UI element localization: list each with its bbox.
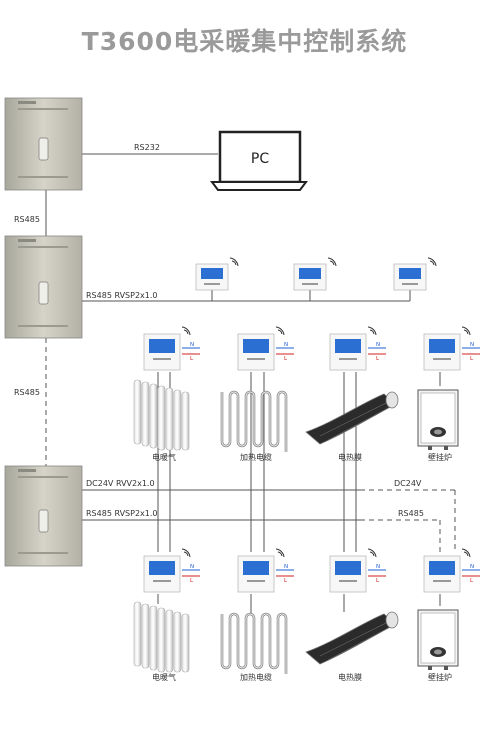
wall-boiler-icon (417, 389, 459, 450)
thermostat-row2-1: N L (143, 548, 200, 593)
svg-text:N: N (376, 564, 380, 570)
svg-text:N: N (190, 342, 194, 348)
wireless-thermostat (195, 257, 239, 291)
wireless-thermostat (293, 257, 337, 291)
wall-boiler-icon (417, 609, 459, 670)
wiring (45, 153, 456, 614)
svg-text:N: N (284, 342, 288, 348)
svg-text:N: N (470, 564, 474, 570)
heating-film-icon (305, 391, 399, 445)
thermostat-row1-1: N L (143, 326, 200, 371)
heating-film-icon (305, 611, 399, 665)
diagram-title: T3600电采暖集中控制系统 (81, 27, 408, 56)
rs485-side-label: RS485 (398, 509, 424, 518)
thermostat-row1-2: N L (237, 326, 294, 371)
svg-text:N: N (190, 564, 194, 570)
thermostat-row1-3: N L (329, 326, 386, 371)
control-cabinet-3 (4, 465, 83, 567)
device-label-row2-3: 电热膜 (338, 672, 362, 682)
dc24v-bus-label: DC24V RVV2x1.0 (86, 479, 155, 488)
dc24v-side-label: DC24V (394, 479, 422, 488)
device-label-row1-2: 加热电缆 (240, 452, 272, 462)
svg-text:N: N (376, 342, 380, 348)
device-label-row2-4: 壁挂炉 (428, 672, 452, 682)
svg-text:L: L (190, 356, 194, 362)
rs485-label-2: RS485 (14, 388, 40, 397)
control-cabinet-1 (4, 97, 83, 191)
device-label-row1-1: 电暖气 (152, 452, 176, 462)
svg-text:L: L (376, 356, 380, 362)
svg-text:L: L (190, 578, 194, 584)
thermostat-row2-4: N L (423, 548, 480, 593)
heating-cable-icon (220, 390, 288, 452)
svg-text:N: N (284, 564, 288, 570)
svg-text:L: L (376, 578, 380, 584)
rs485-bus-2-label: RS485 RVSP2x1.0 (86, 509, 158, 518)
radiator-icon (133, 601, 190, 673)
thermostat-row1-4: N L (423, 326, 480, 371)
device-label-row2-2: 加热电缆 (240, 672, 272, 682)
svg-text:L: L (470, 578, 474, 584)
wireless-thermostat (393, 257, 437, 291)
svg-text:L: L (284, 578, 288, 584)
thermostat-row2-3: N L (329, 548, 386, 593)
device-label-row1-4: 壁挂炉 (428, 452, 452, 462)
svg-text:L: L (470, 356, 474, 362)
svg-text:N: N (470, 342, 474, 348)
heating-cable-icon (220, 612, 288, 674)
radiator-icon (133, 379, 190, 451)
rs485-bus-1-label: RS485 RVSP2x1.0 (86, 291, 158, 300)
svg-text:L: L (284, 356, 288, 362)
rs485-label-1: RS485 (14, 215, 40, 224)
pc-laptop: PC (210, 130, 308, 191)
device-label-row2-1: 电暖气 (152, 672, 176, 682)
thermostat-row2-2: N L (237, 548, 294, 593)
rs232-label: RS232 (134, 143, 160, 152)
device-label-row1-3: 电热膜 (338, 452, 362, 462)
control-cabinet-2 (4, 235, 83, 339)
pc-label: PC (251, 151, 269, 167)
